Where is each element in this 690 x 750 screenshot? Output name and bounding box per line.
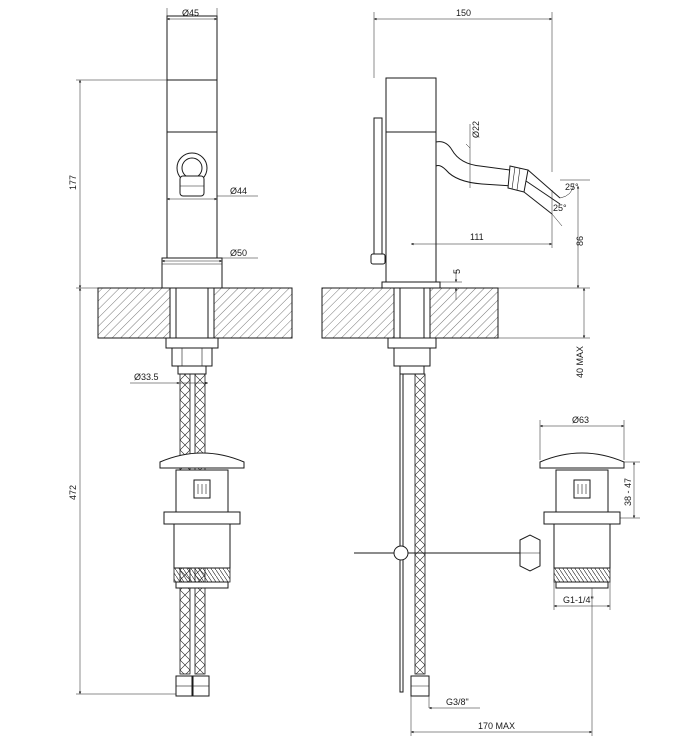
overall-height-label: 177 <box>68 175 78 190</box>
front-spout-inner <box>181 157 203 179</box>
side-linkage-pivot <box>393 545 409 561</box>
side-popup-rod <box>373 117 383 257</box>
front-deck-hole <box>169 287 215 339</box>
side-base <box>381 281 441 289</box>
side-handle <box>385 77 437 133</box>
waste-adjust-label: 38 - 47 <box>623 478 633 506</box>
side-waste-end <box>555 581 609 589</box>
spray-line-top <box>527 169 561 199</box>
front-waste-cap <box>159 452 245 469</box>
side-waste-thread <box>553 567 611 583</box>
front-body-diameter-label: Ø44 <box>230 186 247 196</box>
side-hose <box>414 373 426 675</box>
side-nut-bottom <box>399 365 425 375</box>
side-body <box>385 131 437 289</box>
spray-line-mid <box>525 180 561 205</box>
side-view: 150 Ø22 25° 25° 111 86 5 40 MAX Ø63 <box>321 8 640 736</box>
front-waste-flange <box>163 511 241 525</box>
side-waste-tail <box>553 523 611 569</box>
total-height-label: 472 <box>68 485 78 500</box>
spray-line-bottom <box>523 191 553 215</box>
side-popup-knob <box>370 253 386 265</box>
front-waste-tail <box>173 523 231 569</box>
waste-thread-label: G1-1/4" <box>563 595 594 605</box>
front-base-diameter-label: Ø50 <box>230 248 247 258</box>
waste-diameter-label: Ø63 <box>572 415 589 425</box>
front-base <box>161 257 223 289</box>
deck-offset-label: 5 <box>452 269 462 274</box>
side-waste-flange <box>543 511 621 525</box>
front-view: Ø45 Ø44 Ø50 Ø33.5 177 472 <box>68 8 293 697</box>
side-spout <box>435 141 513 187</box>
spout-height-label: 86 <box>575 236 585 246</box>
front-upper-body <box>166 79 218 133</box>
deck-thickness-label: 40 MAX <box>575 346 585 378</box>
angle-top-label: 25° <box>565 182 579 192</box>
front-handle <box>166 15 218 81</box>
front-waste-thread <box>173 567 231 583</box>
spout-diameter-label: Ø22 <box>471 121 481 138</box>
max-reach-label: 170 MAX <box>478 721 515 731</box>
front-nut-bottom <box>177 365 207 375</box>
front-top-diameter-label: Ø45 <box>182 8 199 18</box>
side-lock-nut <box>387 337 437 349</box>
side-waste-cap <box>539 452 625 469</box>
side-nut-hex <box>393 347 431 367</box>
side-width-label: 150 <box>456 8 471 18</box>
front-waste-end <box>175 581 229 589</box>
front-lock-nut <box>165 337 219 349</box>
front-nut-hex <box>171 347 213 367</box>
side-spout-nozzle <box>507 165 529 193</box>
side-deck-hole <box>393 287 431 339</box>
spout-reach-label: 111 <box>470 232 484 242</box>
inlet-thread-label: G3/8" <box>446 697 469 707</box>
front-shank-diameter-label: Ø33.5 <box>134 372 159 382</box>
side-popup-rod-lower <box>399 373 404 693</box>
angle-bottom-label: 25° <box>553 203 567 213</box>
